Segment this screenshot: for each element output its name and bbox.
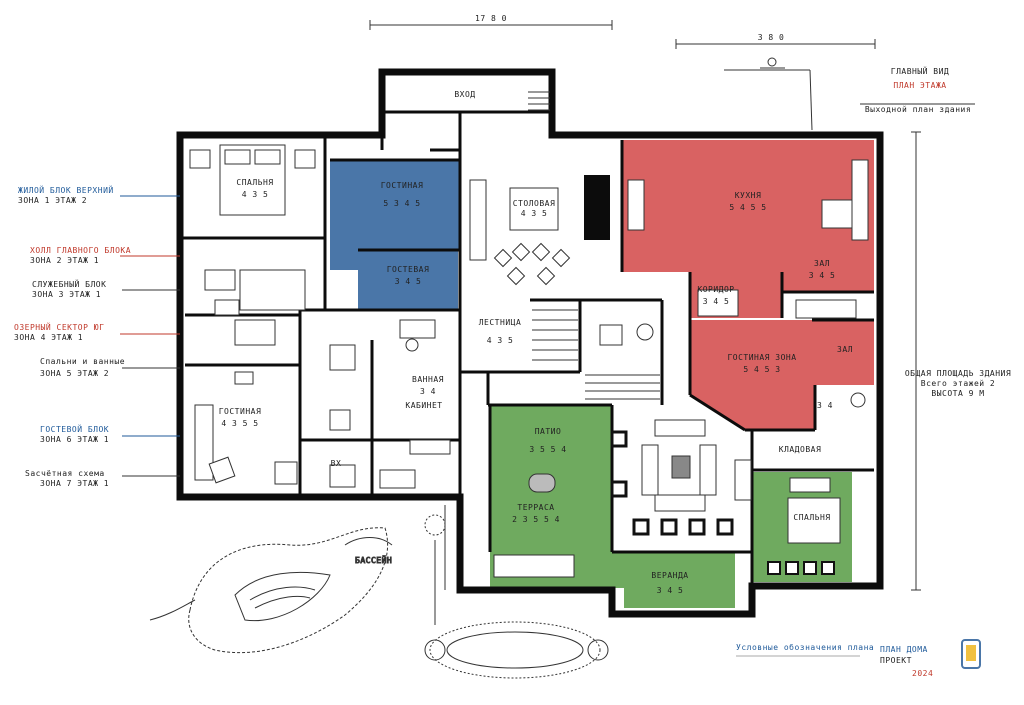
title-line-1: ГЛАВНЫЙ ВИД — [891, 65, 949, 76]
title-block: ГЛАВНЫЙ ВИД ПЛАН ЭТАЖА Выходной план зда… — [860, 65, 975, 114]
blue-room-2-name: ГОСТЕВАЯ — [387, 265, 430, 274]
entry-stairs — [528, 91, 550, 111]
logo-line-2: ПРОЕКТ — [880, 656, 912, 665]
stairs — [532, 309, 660, 400]
red-main-dims: 5 4 5 5 — [729, 203, 766, 212]
svg-text:ГОСТЕВОЙ БЛОК: ГОСТЕВОЙ БЛОК — [40, 423, 109, 434]
pool-label: БАССЕЙН — [355, 554, 392, 565]
svg-text:ОЗЕРНЫЙ СЕКТОР ЮГ: ОЗЕРНЫЙ СЕКТОР ЮГ — [14, 321, 104, 332]
svg-text:Sасчётная схема: Sасчётная схема — [25, 469, 105, 478]
top-right-dimension: 3 8 0 — [675, 33, 876, 49]
bath-dims: 3 4 — [420, 387, 436, 396]
svg-text:ЗОНА 6 ЭТАЖ 1: ЗОНА 6 ЭТАЖ 1 — [40, 435, 109, 444]
top-dimension: 17 8 0 — [369, 14, 613, 30]
red-room-main — [622, 140, 874, 318]
red-right-name: ЗАЛ — [837, 345, 853, 354]
svg-text:ЗОНА 1 ЭТАЖ 2: ЗОНА 1 ЭТАЖ 2 — [18, 196, 87, 205]
stairs-label: ЛЕСТНИЦА — [479, 318, 522, 327]
right-bed-name: СПАЛЬНЯ — [793, 513, 830, 522]
bedroom-1-name: СПАЛЬНЯ — [236, 178, 273, 187]
green-sub-name: ТЕРРАСА — [517, 503, 554, 512]
legend-text: Условные обозначения плана — [736, 642, 874, 652]
green-sub-dims: 2 3 5 5 4 — [512, 515, 560, 524]
legend: Условные обозначения плана ПЛАН ДОМА ПРО… — [736, 639, 981, 678]
logo-line-1: ПЛАН ДОМА — [880, 645, 928, 654]
svg-text:ЗОНА 3 ЭТАЖ 1: ЗОНА 3 ЭТАЖ 1 — [32, 290, 101, 299]
callout-7: Sасчётная схема ЗОНА 7 ЭТАЖ 1 — [25, 469, 180, 488]
blue-room-lower — [358, 250, 458, 310]
blue-room-dims: 5 3 4 5 — [383, 199, 420, 208]
svg-text:ЖИЛОЙ БЛОК ВЕРХНИЙ: ЖИЛОЙ БЛОК ВЕРХНИЙ — [18, 184, 114, 195]
dining-dims: 4 3 5 — [521, 209, 548, 218]
callout-2: ХОЛЛ ГЛАВНОГО БЛОКА ЗОНА 2 ЭТАЖ 1 — [30, 246, 180, 265]
right-label-line-2: Всего этажей 2 — [921, 379, 995, 388]
callout-5: Спальни и ванные ЗОНА 5 ЭТАЖ 2 — [40, 357, 180, 378]
callout-3: СЛУЖЕБНЫЙ БЛОК ЗОНА 3 ЭТАЖ 1 — [32, 278, 180, 299]
svg-text:ЗОНА 5 ЭТАЖ 2: ЗОНА 5 ЭТАЖ 2 — [40, 369, 109, 378]
svg-text:ЗОНА 2 ЭТАЖ 1: ЗОНА 2 ЭТАЖ 1 — [30, 256, 99, 265]
red-sub-dims: 3 4 5 — [809, 271, 836, 280]
callout-6: ГОСТЕВОЙ БЛОК ЗОНА 6 ЭТАЖ 1 — [40, 423, 180, 444]
red-sub-name: ЗАЛ — [814, 259, 830, 268]
study-name: КАБИНЕТ — [405, 401, 442, 410]
svg-text:ЗОНА 4 ЭТАЖ 1: ЗОНА 4 ЭТАЖ 1 — [14, 333, 83, 342]
furniture — [189, 91, 869, 578]
bedroom-1-dims: 4 3 5 — [242, 190, 269, 199]
title-line-2: ПЛАН ЭТАЖА — [893, 81, 946, 90]
left-lounge-dims: 4 3 5 5 — [221, 419, 258, 428]
green-lower-name: ВЕРАНДА — [651, 571, 688, 580]
pool-outline — [188, 527, 389, 654]
left-lounge-name: ГОСТИНАЯ — [219, 407, 262, 416]
green-dims: 3 5 5 4 — [529, 445, 566, 454]
callout-1: ЖИЛОЙ БЛОК ВЕРХНИЙ ЗОНА 1 ЭТАЖ 2 — [18, 184, 180, 205]
top-right-dimension-label: 3 8 0 — [758, 33, 785, 42]
util-label: ВХ — [331, 459, 342, 468]
right-dimension — [911, 131, 921, 591]
right-callout: ОБЩАЯ ПЛОЩАДЬ ЗДАНИЯ Всего этажей 2 ВЫСО… — [905, 369, 1011, 398]
green-name: ПАТИО — [535, 427, 562, 436]
interior-walls — [180, 110, 874, 586]
green-lower-dims: 3 4 5 — [657, 586, 684, 595]
top-entry-label: ВХОД — [454, 90, 475, 99]
room-labels: ВХОД СПАЛЬНЯ 4 3 5 ГОСТИНАЯ 5 3 4 5 ГОСТ… — [219, 90, 853, 595]
blue-room-name: ГОСТИНАЯ — [381, 181, 424, 190]
callout-4: ОЗЕРНЫЙ СЕКТОР ЮГ ЗОНА 4 ЭТАЖ 1 — [14, 321, 180, 342]
study-dims: 4 3 5 — [487, 336, 514, 345]
right-small-name: КЛАДОВАЯ — [779, 445, 822, 454]
red-room-lower — [690, 320, 874, 430]
bath-name: ВАННАЯ — [412, 375, 444, 384]
exterior-walls — [176, 68, 884, 618]
right-label-line-3: ВЫСОТА 9 М — [931, 389, 984, 398]
dining-chairs — [493, 242, 571, 286]
logo-line-3: 2024 — [912, 669, 933, 678]
red-lower-dims: 5 4 5 3 — [743, 365, 780, 374]
dining-name: СТОЛОВАЯ — [513, 199, 556, 208]
blue-room-upper — [330, 160, 460, 270]
hall-dims: 3 4 5 — [703, 297, 730, 306]
red-lower-name: ГОСТИНАЯ ЗОНА — [727, 353, 796, 362]
red-right-dims: 3 4 — [817, 401, 833, 410]
svg-text:ЗОНА 7 ЭТАЖ 1: ЗОНА 7 ЭТАЖ 1 — [40, 479, 109, 488]
landscape: БАССЕЙН — [149, 505, 609, 679]
right-label-line-1: ОБЩАЯ ПЛОЩАДЬ ЗДАНИЯ — [905, 369, 1011, 378]
left-callouts: ЖИЛОЙ БЛОК ВЕРХНИЙ ЗОНА 1 ЭТАЖ 2 ХОЛЛ ГЛ… — [14, 184, 180, 488]
blue-room-2-dims: 3 4 5 — [395, 277, 422, 286]
entry-symbol — [724, 57, 813, 131]
svg-text:Спальни и ванные: Спальни и ванные — [40, 357, 125, 366]
svg-text:ХОЛЛ ГЛАВНОГО БЛОКА: ХОЛЛ ГЛАВНОГО БЛОКА — [30, 246, 131, 255]
svg-text:СЛУЖЕБНЫЙ БЛОК: СЛУЖЕБНЫЙ БЛОК — [32, 278, 106, 289]
title-line-3: Выходной план здания — [865, 105, 971, 114]
hall-name: КОРИДОР — [697, 285, 734, 294]
red-main-name: КУХНЯ — [735, 191, 762, 200]
top-dimension-label: 17 8 0 — [475, 14, 507, 23]
